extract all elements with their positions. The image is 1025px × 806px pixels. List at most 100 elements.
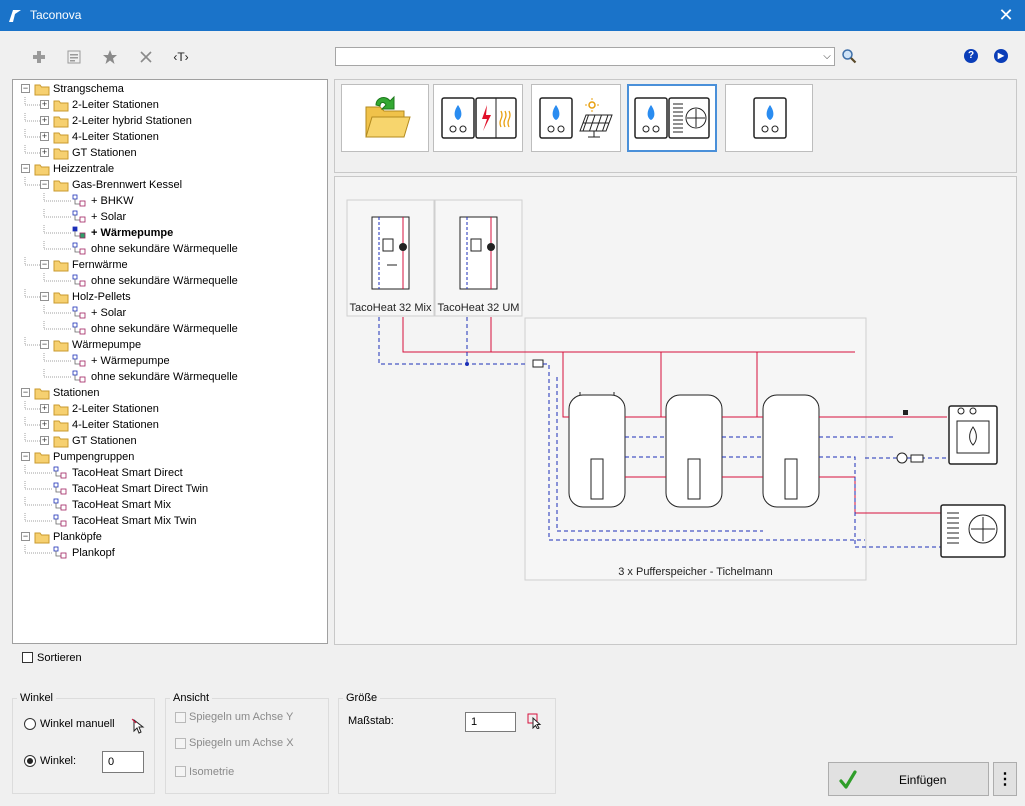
tree-item[interactable]: + BHKW [13,193,313,209]
category-folder-up[interactable] [341,84,429,152]
tree-item[interactable]: −Fernwärme [13,257,313,273]
tree-item[interactable]: −Planköpfe [13,529,313,545]
tree-item[interactable]: ohne sekundäre Wärmequelle [13,321,313,337]
tree-item-label: Plankopf [72,547,115,559]
collapse-icon[interactable]: − [21,451,30,461]
folder-icon [53,260,69,272]
tree-item[interactable]: Plankopf [13,545,313,561]
mirror-y-checkbox[interactable] [175,712,186,723]
collapse-icon[interactable]: − [40,179,49,189]
mirror-x-label: Spiegeln um Achse X [189,737,294,749]
search-input[interactable] [335,47,835,66]
tree-item[interactable]: +GT Stationen [13,433,313,449]
tree-item-label: TacoHeat Smart Direct Twin [72,483,209,495]
tree-item[interactable]: TacoHeat Smart Mix [13,497,313,513]
tree-item[interactable]: −Strangschema [13,81,313,97]
preview-canvas[interactable]: TacoHeat 32 Mix TacoHeat 32 UM 3 x Puffe… [334,176,1017,645]
properties-icon[interactable] [62,46,86,68]
collapse-icon[interactable]: − [21,163,30,173]
tree-item[interactable]: + Wärmepumpe [13,353,313,369]
insert-button[interactable]: Einfügen [828,762,989,796]
collapse-icon[interactable]: − [40,259,49,269]
plus-icon[interactable] [27,46,51,68]
tree-item-label: ohne sekundäre Wärmequelle [91,275,238,287]
category-gas-only[interactable] [725,84,813,152]
help-icon[interactable]: ? [964,49,978,63]
collapse-icon[interactable]: − [21,387,30,397]
checkmark-icon [839,770,857,789]
tree-item-label: Wärmepumpe [72,339,142,351]
tree-item[interactable]: −Pumpengruppen [13,449,313,465]
manual-angle-radio[interactable] [24,718,36,730]
category-tree[interactable]: −Strangschema+2-Leiter Stationen+2-Leite… [12,79,328,644]
expand-icon[interactable]: + [40,403,49,413]
tree-item[interactable]: +GT Stationen [13,145,313,161]
expand-icon[interactable]: + [40,435,49,445]
category-gas-heatpump[interactable] [627,84,717,152]
sort-checkbox[interactable] [22,652,33,663]
component-node-icon [72,370,86,383]
folder-icon [53,404,69,416]
angle-input[interactable]: 0 [102,751,144,773]
delete-icon[interactable] [134,46,158,68]
category-gas-solar[interactable] [531,84,621,152]
tree-item[interactable]: − Holz-Pellets [13,289,313,305]
tree-item[interactable]: −Stationen [13,385,313,401]
tree-item[interactable]: ohne sekundäre Wärmequelle [13,273,313,289]
tree-item-label: TacoHeat Smart Mix Twin [72,515,197,527]
window-title: Taconova [30,8,82,22]
size-group [338,698,556,794]
tree-item-label: TacoHeat Smart Mix [72,499,172,511]
angle-radio[interactable] [24,755,36,767]
pick-scale-icon[interactable] [527,713,543,730]
view-group [165,698,329,794]
close-icon[interactable]: ✕ [998,5,1014,25]
tree-item[interactable]: ohne sekundäre Wärmequelle [13,241,313,257]
gas-solar-icon [539,97,613,139]
star-icon[interactable] [98,46,122,68]
mirror-x-checkbox[interactable] [175,738,186,749]
tree-item[interactable]: +2-Leiter Stationen [13,97,313,113]
tree-item[interactable]: + Solar [13,209,313,225]
category-gas-electric[interactable] [433,84,523,152]
tree-item[interactable]: − Wärmepumpe [13,337,313,353]
expand-icon[interactable]: + [40,419,49,429]
tree-item[interactable]: +4-Leiter Stationen [13,129,313,145]
collapse-icon[interactable]: − [21,83,30,93]
collapse-icon[interactable]: − [40,291,49,301]
tree-item-label: 4-Leiter Stationen [72,419,159,431]
folder-icon [34,84,50,96]
tree-item[interactable]: +4-Leiter Stationen [13,417,313,433]
expand-icon[interactable]: + [40,99,49,109]
search-icon[interactable] [841,48,857,64]
tree-item-label: Holz-Pellets [72,291,131,303]
expand-icon[interactable]: + [40,147,49,157]
expand-icon[interactable]: + [40,115,49,125]
collapse-icon[interactable]: − [40,339,49,349]
tree-item[interactable]: +2-Leiter Stationen [13,401,313,417]
tree-item[interactable]: + Solar [13,305,313,321]
next-icon[interactable]: ▶ [994,49,1008,63]
expand-icon[interactable]: + [40,131,49,141]
chevron-down-icon[interactable]: ⌵ [823,51,831,62]
manual-angle-label: Winkel manuell [40,718,115,730]
collapse-icon[interactable]: − [21,531,30,541]
tree-item[interactable]: TacoHeat Smart Direct Twin [13,481,313,497]
component-node-icon [72,226,86,239]
isometric-checkbox[interactable] [175,766,186,777]
tree-item[interactable]: −Heizzentrale [13,161,313,177]
tree-item[interactable]: −Gas-Brennwert Kessel [13,177,313,193]
tree-item[interactable]: ohne sekundäre Wärmequelle [13,369,313,385]
text-tag-button[interactable]: ‹T› [173,50,189,64]
tree-item-label: + Solar [91,307,127,319]
tree-item[interactable]: TacoHeat Smart Mix Twin [13,513,313,529]
tree-item-label: 4-Leiter Stationen [72,131,159,143]
tree-item[interactable]: TacoHeat Smart Direct [13,465,313,481]
component-label-um: TacoHeat 32 UM [437,302,520,314]
tree-item[interactable]: + Wärmepumpe [13,225,313,241]
pick-angle-icon[interactable] [131,718,145,734]
more-options-button[interactable]: ⋮ [993,762,1017,796]
tree-item[interactable]: +2-Leiter hybrid Stationen [13,113,313,129]
tree-item-label: 2-Leiter Stationen [72,99,159,111]
scale-input[interactable]: 1 [465,712,516,732]
